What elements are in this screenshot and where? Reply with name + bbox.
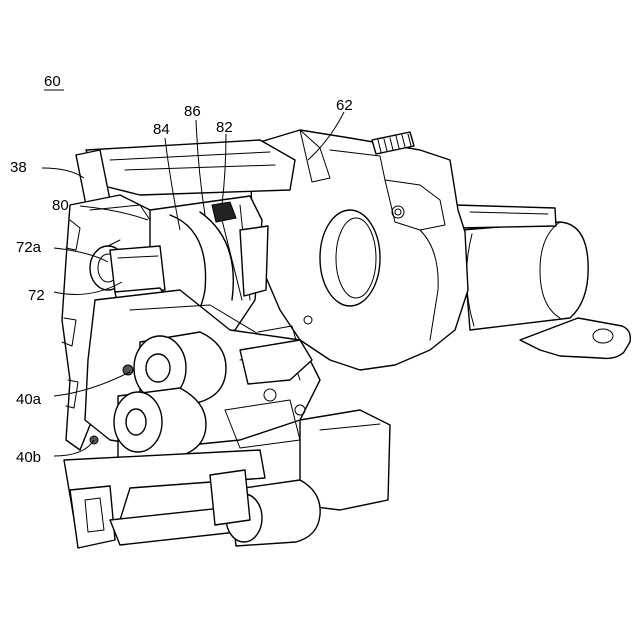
callout-40b: 40b (16, 449, 41, 466)
callout-72: 72 (28, 287, 45, 304)
callout-72a: 72a (16, 239, 42, 256)
figure-ref-60: 60 (44, 73, 61, 90)
callout-86: 86 (184, 103, 201, 120)
callout-84: 84 (153, 121, 170, 138)
callout-40a: 40a (16, 391, 42, 408)
leader-38 (42, 168, 84, 178)
motor-housing (455, 205, 630, 358)
callout-38: 38 (10, 159, 27, 176)
callout-80: 80 (52, 197, 69, 214)
callout-62: 62 (336, 97, 353, 114)
callout-82: 82 (216, 119, 233, 136)
